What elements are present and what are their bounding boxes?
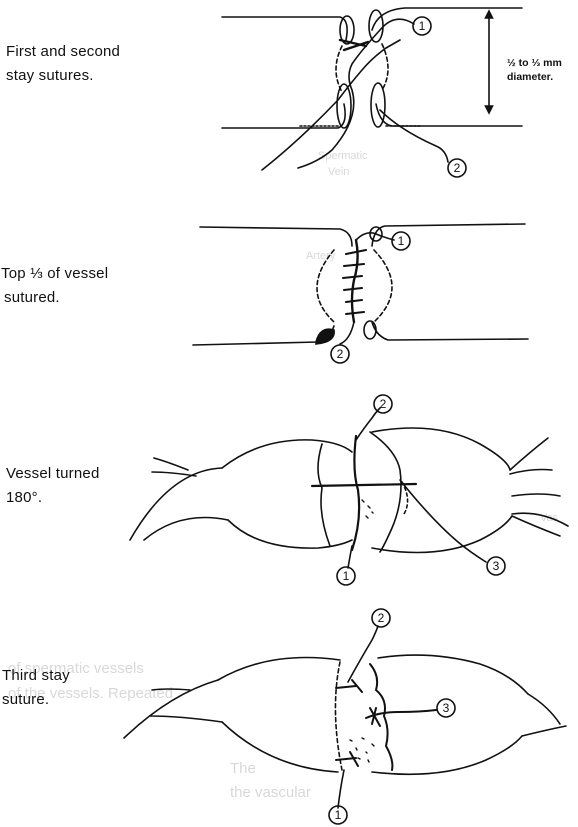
panel-third-stay-suture: 2 3 1 — [124, 609, 566, 824]
suture-1-thread — [348, 546, 352, 568]
suture-number-label: 3 — [493, 559, 500, 573]
panel-stay-sutures: 1 2 — [222, 8, 522, 177]
panel-vessel-turned: 2 1 3 — [130, 395, 568, 585]
suture-3-thread — [366, 710, 436, 718]
suture-number-label: 3 — [443, 701, 450, 715]
panel-top-third-sutured: 1 2 — [193, 224, 528, 363]
vessel-lumen-dashed-left — [317, 250, 334, 322]
suture-number-label: 1 — [343, 569, 350, 583]
suture-number-label: 1 — [398, 234, 405, 248]
suture-number-label: 2 — [380, 397, 387, 411]
vessel-left-tail — [124, 680, 222, 738]
vessel-right-cut — [370, 432, 401, 552]
vessel-end-right-bottom — [371, 83, 385, 127]
vessel-end-small — [364, 321, 376, 339]
suture-number-label: 2 — [454, 161, 461, 175]
vessel-left-body — [218, 658, 340, 773]
suture-number-label: 1 — [335, 808, 342, 822]
suture-1-thread — [338, 770, 344, 808]
vessel-right-tail — [522, 694, 566, 736]
vessel-top-wall — [200, 227, 352, 246]
vertical-seam — [352, 436, 359, 550]
suture-1-thread — [356, 233, 394, 240]
suture-3-knot — [370, 708, 380, 726]
vessel-right-body — [372, 655, 528, 774]
suture-2-thread — [340, 322, 354, 344]
suture-knots — [336, 680, 362, 766]
vessel-left-tail — [130, 458, 228, 540]
suture-3-thread — [400, 480, 486, 562]
suture-2-thread — [356, 408, 380, 440]
vessel-left-body — [222, 440, 352, 548]
suture-2-thread — [348, 626, 378, 682]
vessel-right-tail — [510, 438, 568, 536]
vessel-bottom-wall — [193, 326, 334, 345]
vessel-right-bottom-wall — [376, 104, 522, 126]
suture-2-tail — [380, 110, 448, 162]
vessel-left-top-wall — [222, 17, 347, 40]
vessel-left-cut-dashed — [335, 662, 342, 770]
seam-dots — [362, 500, 373, 518]
vessel-end-right-top — [369, 10, 383, 42]
vessel-left-cut — [318, 444, 330, 546]
vessel-blood-spot — [316, 329, 334, 344]
vessel-right-body — [372, 428, 512, 553]
vessel-left-bottom-wall — [222, 104, 345, 128]
vessel-bottom-wall-right — [372, 322, 528, 340]
suture-number-label: 2 — [378, 611, 385, 625]
suture-number-label: 1 — [419, 19, 426, 33]
vessel-lumen-dashed-right — [374, 250, 392, 322]
suture-3-dashed — [402, 482, 408, 514]
suture-number-label: 2 — [337, 347, 344, 361]
